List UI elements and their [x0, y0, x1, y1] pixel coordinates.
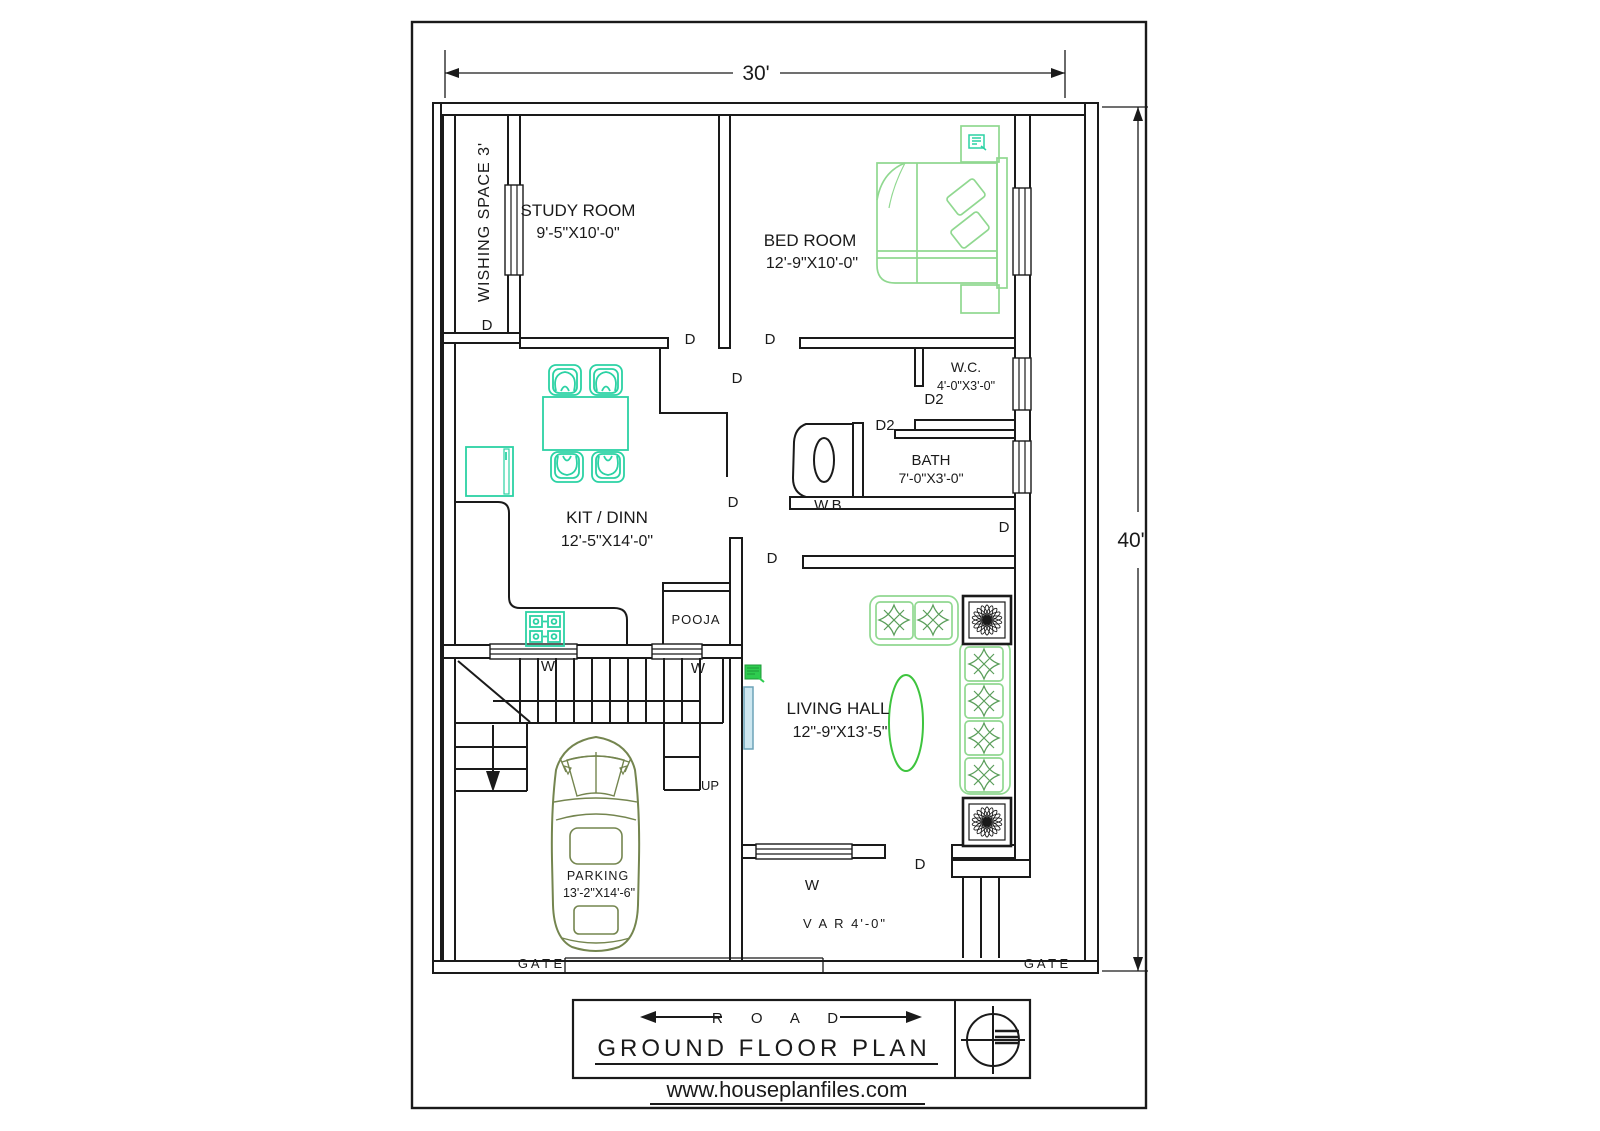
windows: [489, 184, 1032, 860]
gadget-icon: [744, 664, 765, 683]
stove: [525, 611, 565, 647]
door2-marker: D2: [875, 417, 894, 434]
room-label-study: STUDY ROOM: [521, 201, 636, 220]
stairs-up-label: UP: [701, 778, 719, 793]
tv-unit: [743, 686, 754, 750]
center-table: [888, 674, 924, 772]
room-size-kitchen: 12'-5"X14'-0": [561, 533, 653, 550]
title-block: R O A D GROUND FLOOR PLAN: [571, 998, 1032, 1080]
window-wc: [1012, 357, 1032, 411]
planter-icon: [961, 594, 1013, 646]
plot-width-label: 30': [742, 62, 769, 85]
markers: D D D D D D D D D2 D2 W W W UP G A T E G…: [482, 317, 1069, 971]
door2-marker: D2: [924, 391, 943, 408]
bed: [876, 125, 1008, 314]
pillow: [950, 211, 990, 249]
pillow: [946, 178, 986, 216]
room-label-wc: W.C.: [951, 359, 981, 375]
gate-label-right: G A T E: [1024, 956, 1069, 971]
window-living: [755, 843, 853, 860]
sofa-two-seat: [869, 595, 959, 646]
room-label-wishing-space: WISHING SPACE 3': [476, 142, 493, 302]
window-bath: [1012, 440, 1032, 494]
window-marker: W: [691, 660, 706, 677]
room-size-wc: 4'-0"X3'-0": [937, 379, 995, 393]
room-label-kitchen: KIT / DINN: [566, 508, 648, 527]
room-size-study: 9'-5"X10'-0": [536, 225, 619, 242]
gate-label-left: G A T E: [518, 956, 563, 971]
planter-icon: [961, 796, 1013, 848]
door-marker: D: [765, 331, 776, 348]
door-marker: D: [915, 856, 926, 873]
room-label-bed: BED ROOM: [764, 231, 857, 250]
window-marker: W: [541, 658, 556, 675]
plan-title: GROUND FLOOR PLAN: [597, 1035, 930, 1062]
window-marker: W: [805, 877, 820, 894]
kitchen-counter: [455, 501, 628, 645]
room-size-bath: 7'-0"X3'-0": [898, 470, 963, 486]
road-arrows: [640, 1011, 922, 1023]
door-marker: D: [482, 317, 493, 334]
north-symbol-icon: [961, 1006, 1025, 1074]
fridge: [465, 446, 514, 497]
dining-table: [542, 396, 629, 451]
room-size-living: 12"-9"X13'-5": [793, 724, 888, 741]
car: [550, 735, 641, 952]
plot-height-label: 40': [1117, 529, 1144, 552]
dining-set: [542, 364, 629, 483]
window-bedroom: [1012, 187, 1032, 276]
window-kitchen-2: [651, 643, 703, 660]
door-marker: D: [728, 494, 739, 511]
room-label-living: LIVING HALL: [787, 699, 890, 718]
door-marker: D: [685, 331, 696, 348]
dimension-right: 40': [1102, 106, 1148, 972]
dimension-top: 30': [444, 50, 1066, 98]
bedside-table: [960, 284, 1000, 314]
room-label-bath: BATH: [912, 452, 951, 469]
stairs-down-arrow: [486, 771, 500, 792]
door-marker: D: [767, 550, 778, 567]
bedside-table: [960, 125, 1000, 163]
room-size-bed: 12'-9"X10'-0": [766, 255, 858, 272]
website-link[interactable]: www.houseplanfiles.com: [666, 1077, 908, 1102]
window-study: [504, 184, 524, 276]
room-label-parking: PARKING: [567, 869, 629, 883]
label-wash-basin: W.B.: [814, 497, 846, 514]
room-label-pooja: POOJA: [671, 612, 720, 627]
door-marker: D: [999, 519, 1010, 536]
window-kitchen-1: [489, 643, 578, 660]
room-size-parking: 13'-2"X14'-6": [563, 886, 635, 900]
door-marker: D: [732, 370, 743, 387]
road-label: R O A D: [712, 1010, 850, 1027]
staircase: [455, 658, 724, 792]
wash-basin: [791, 423, 854, 498]
room-labels: WISHING SPACE 3' STUDY ROOM 9'-5"X10'-0"…: [476, 142, 995, 931]
room-label-verandah: V A R 4'-0": [803, 916, 887, 931]
